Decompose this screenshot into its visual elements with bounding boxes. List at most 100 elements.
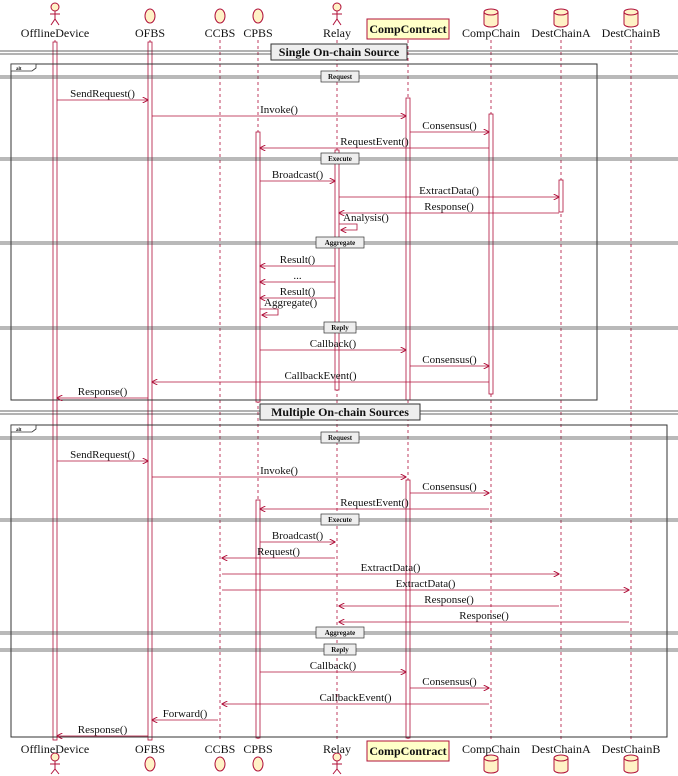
message-label: Callback()	[310, 338, 357, 350]
participant-label: CPBS	[243, 26, 272, 40]
participant-label: Relay	[323, 26, 351, 40]
participant-label: DestChainA	[531, 26, 591, 40]
message-14: Consensus()	[410, 354, 489, 366]
alt-fragment: alt	[10, 424, 668, 738]
contract-box-top	[366, 18, 450, 40]
message-7: Response()	[339, 201, 559, 213]
actor-icon	[332, 2, 342, 26]
message-29: CallbackEvent()	[222, 692, 489, 704]
message-label: Response()	[78, 386, 128, 398]
phase-divider: Request	[0, 431, 678, 444]
message-label: Broadcast()	[272, 169, 324, 181]
entity-icon	[144, 8, 156, 24]
phase-title: Aggregate	[325, 629, 356, 637]
actor-icon	[50, 2, 60, 26]
phase-divider: Reply	[0, 643, 678, 656]
message-13: Callback()	[260, 338, 406, 350]
activation-comp-2	[405, 479, 411, 739]
section-title: Single On-chain Source	[279, 45, 400, 59]
message-label: ...	[293, 270, 302, 282]
message-15: CallbackEvent()	[152, 370, 489, 382]
phase-divider: Request	[0, 70, 678, 83]
message-17: SendRequest()	[57, 449, 148, 461]
message-label: SendRequest()	[70, 88, 135, 100]
message-label: Consensus()	[422, 354, 477, 366]
message-19: Consensus()	[410, 481, 489, 493]
message-label: Response()	[424, 201, 474, 213]
phase-divider: Aggregate	[0, 236, 678, 249]
participant-label: CCBS	[205, 26, 236, 40]
messages: SendRequest()Invoke()Consensus()RequestE…	[57, 88, 629, 736]
message-18: Invoke()	[152, 465, 406, 477]
participant-label: CompChain	[462, 26, 520, 40]
message-label: Response()	[459, 610, 509, 622]
message-24: ExtractData()	[222, 578, 629, 590]
phase-title: Request	[328, 73, 353, 81]
message-label: ExtractData()	[419, 185, 479, 197]
message-25: Response()	[339, 594, 559, 606]
activation-offline	[52, 41, 58, 741]
message-2: Invoke()	[152, 104, 406, 116]
message-label: Result()	[280, 254, 316, 266]
message-3: Consensus()	[410, 120, 489, 132]
message-label: Consensus()	[422, 120, 477, 132]
contract-box-bottom	[366, 740, 450, 762]
section-separator: Single On-chain Source	[0, 43, 678, 61]
entity-icon	[214, 756, 226, 772]
message-label: Forward()	[163, 708, 208, 720]
alt-tag: alt	[16, 67, 22, 72]
message-4: RequestEvent()	[260, 136, 489, 148]
phase-divider: Execute	[0, 152, 678, 165]
message-27: Callback()	[260, 660, 406, 672]
alt-fragment: alt	[10, 63, 598, 401]
activations	[52, 41, 564, 741]
message-label: CallbackEvent()	[284, 370, 356, 382]
phase-title: Aggregate	[325, 239, 356, 247]
message-11: Result()	[260, 286, 335, 298]
message-label: Broadcast()	[272, 530, 324, 542]
phase-title: Execute	[328, 516, 352, 524]
message-1: SendRequest()	[57, 88, 148, 100]
message-23: ExtractData()	[222, 562, 559, 574]
phase-title: Request	[328, 434, 353, 442]
message-label: SendRequest()	[70, 449, 135, 461]
entity-icon	[252, 756, 264, 772]
message-label: Analysis()	[343, 212, 389, 224]
message-label: Response()	[424, 594, 474, 606]
section-title: Multiple On-chain Sources	[271, 405, 409, 419]
section-separator: Multiple On-chain Sources	[0, 403, 678, 421]
participant-label: CCBS	[205, 742, 236, 756]
message-label: Invoke()	[260, 465, 298, 477]
message-arrow	[339, 223, 358, 230]
participant-label: CompContract	[369, 744, 446, 758]
participant-label: CompChain	[462, 742, 520, 756]
activation-cpbs-2	[255, 499, 261, 739]
message-label: Result()	[280, 286, 316, 298]
activation-relay	[334, 149, 340, 391]
activation-cpbs-1	[255, 131, 261, 403]
activation-desta	[558, 179, 564, 213]
message-30: Forward()	[152, 708, 218, 720]
message-31: Response()	[57, 724, 148, 736]
message-label: Invoke()	[260, 104, 298, 116]
database-icon	[553, 754, 569, 774]
participants-top	[50, 2, 639, 40]
participant-label: DestChainB	[602, 742, 661, 756]
message-arrow	[260, 308, 279, 315]
database-icon	[623, 754, 639, 774]
message-8: Analysis()	[339, 212, 389, 230]
phase-divider: Aggregate	[0, 626, 678, 639]
phase-title: Reply	[331, 324, 349, 332]
participant-label: DestChainA	[531, 742, 591, 756]
message-22: Request()	[222, 546, 335, 558]
entity-icon	[144, 756, 156, 772]
message-label: Response()	[78, 724, 128, 736]
database-icon	[623, 8, 639, 28]
entity-icon	[252, 8, 264, 24]
message-label: RequestEvent()	[340, 136, 409, 148]
participants-bottom	[50, 740, 639, 775]
message-label: Aggregate()	[264, 297, 317, 309]
participant-label: OFBS	[135, 742, 165, 756]
participant-names: OfflineDevice OFBS CCBS CPBS Relay CompC…	[21, 22, 661, 758]
message-5: Broadcast()	[260, 169, 335, 181]
